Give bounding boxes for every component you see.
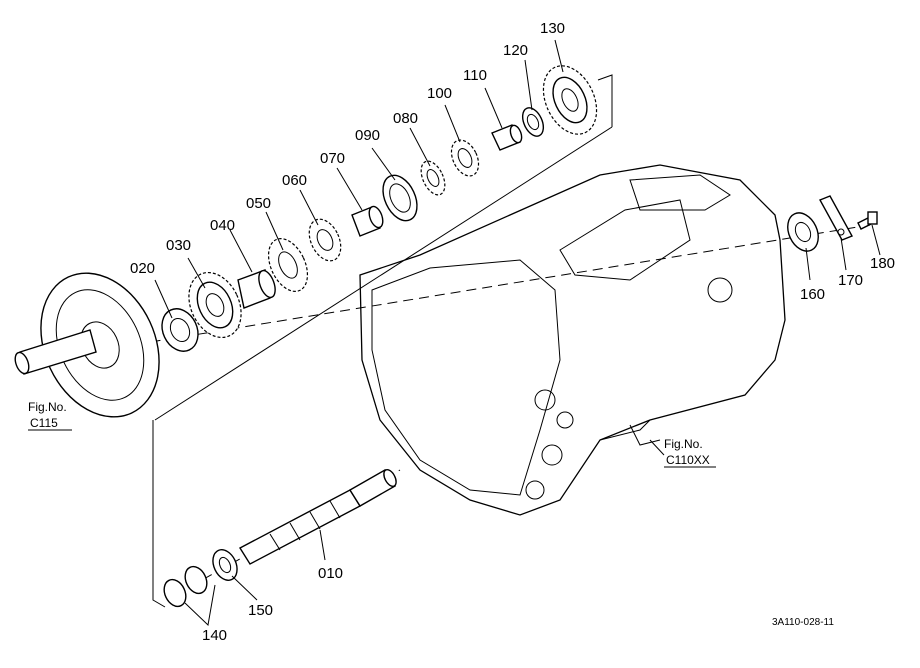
label-120: 120 [503,42,528,59]
front-flange-part [14,272,160,418]
label-010: 010 [318,565,343,582]
transmission-case [359,164,786,516]
label-060: 060 [282,172,307,189]
fig-c110-leader [649,439,665,456]
collar-040 [237,269,276,309]
callout-frame-right [597,74,613,127]
label-160: 160 [800,286,825,303]
label-030: 030 [166,237,191,254]
bearing-020 [161,308,199,352]
callout-frame-diag-top [154,126,613,421]
bearings-140 [163,565,208,608]
main-shaft-010 [239,469,397,565]
label-180: 180 [870,255,895,272]
bolt-180 [857,211,878,230]
fig-ref-c110-code: C110XX [666,453,710,467]
leader-lines [154,39,881,627]
label-140: 140 [202,627,227,644]
label-080: 080 [393,110,418,127]
label-050: 050 [246,195,271,212]
bearing-160 [787,212,819,252]
bushing-110 [491,124,523,151]
washer-150 [212,549,238,581]
drawing-code: 3A110-028-11 [772,617,834,628]
fig-ref-c115-code: C115 [30,416,58,430]
gear-130 [542,65,598,135]
gear-060 [308,218,342,262]
label-150: 150 [248,602,273,619]
label-170: 170 [838,272,863,289]
fig-ref-c115-title: Fig.No. [28,400,67,414]
axis-line-upper [39,224,871,361]
plate-170 [819,195,853,241]
label-110: 110 [463,67,487,84]
label-040: 040 [210,217,235,234]
gear-050 [267,238,309,292]
label-100: 100 [427,85,452,102]
label-090: 090 [355,127,380,144]
gear-100 [450,139,480,177]
washer-120 [521,107,545,137]
sleeve-070 [351,205,384,237]
callout-frame-upper [152,420,166,608]
coupler-090 [382,174,418,222]
gear-080 [420,160,446,196]
label-020: 020 [130,260,155,277]
gear-030 [188,271,242,339]
label-070: 070 [320,150,345,167]
label-130: 130 [540,20,565,37]
fig-ref-c110-title: Fig.No. [664,437,703,451]
